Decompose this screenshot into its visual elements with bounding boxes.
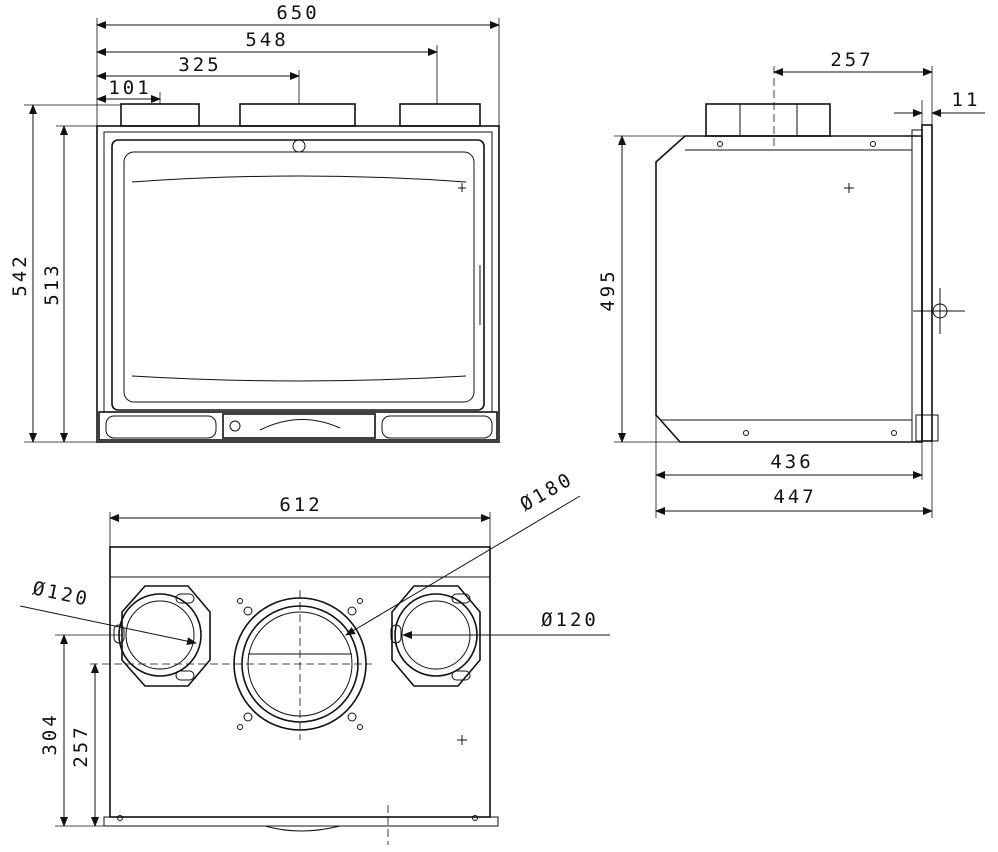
left-collar-flange xyxy=(121,585,211,687)
front-outer-frame xyxy=(96,125,500,443)
side-view: 257 11 495 436 447 xyxy=(597,49,985,518)
door-glass xyxy=(123,151,475,403)
dim-top-depth-outlets: 257 xyxy=(70,724,92,767)
door-frame xyxy=(111,139,485,411)
front-frame-edge xyxy=(911,129,923,443)
control-panel xyxy=(222,413,376,439)
dim-side-outlet-offset: 257 xyxy=(830,49,873,71)
frame-plate xyxy=(921,124,933,442)
dim-top-left-diameter: Ø120 xyxy=(31,577,92,611)
bottom-rail xyxy=(98,411,498,441)
dim-side-depth-overall: 447 xyxy=(773,486,816,508)
dim-top-width: 612 xyxy=(279,494,322,516)
dim-front-height-body: 513 xyxy=(41,262,63,305)
top-view: 612 Ø180 Ø120 Ø120 304 257 xyxy=(19,468,610,845)
top-front-edge xyxy=(103,816,499,827)
side-outlet xyxy=(705,103,831,137)
center-outlet xyxy=(239,103,356,127)
dim-front-left-outlet: 101 xyxy=(108,77,151,99)
dim-front-height-overall: 542 xyxy=(9,253,31,296)
right-foot xyxy=(381,415,493,439)
dim-top-right-diameter: Ø120 xyxy=(541,609,599,631)
dim-front-outlet-span: 548 xyxy=(245,29,288,51)
dim-side-depth-body: 436 xyxy=(770,451,813,473)
air-control-lever xyxy=(259,419,341,431)
right-outlet xyxy=(399,103,481,127)
side-body xyxy=(655,135,923,443)
front-view: 650 548 325 101 542 513 xyxy=(9,2,500,443)
door-latch xyxy=(292,139,306,153)
dim-front-center-outlet: 325 xyxy=(178,54,221,76)
dim-top-depth-overall: 304 xyxy=(39,712,61,755)
front-inner-frame xyxy=(103,131,493,413)
dim-side-height: 495 xyxy=(597,268,619,311)
dim-front-width: 650 xyxy=(276,2,319,24)
dim-top-center-diameter: Ø180 xyxy=(516,468,577,516)
left-outlet xyxy=(120,103,200,127)
left-foot xyxy=(105,415,217,439)
dim-side-frame: 11 xyxy=(952,89,981,111)
